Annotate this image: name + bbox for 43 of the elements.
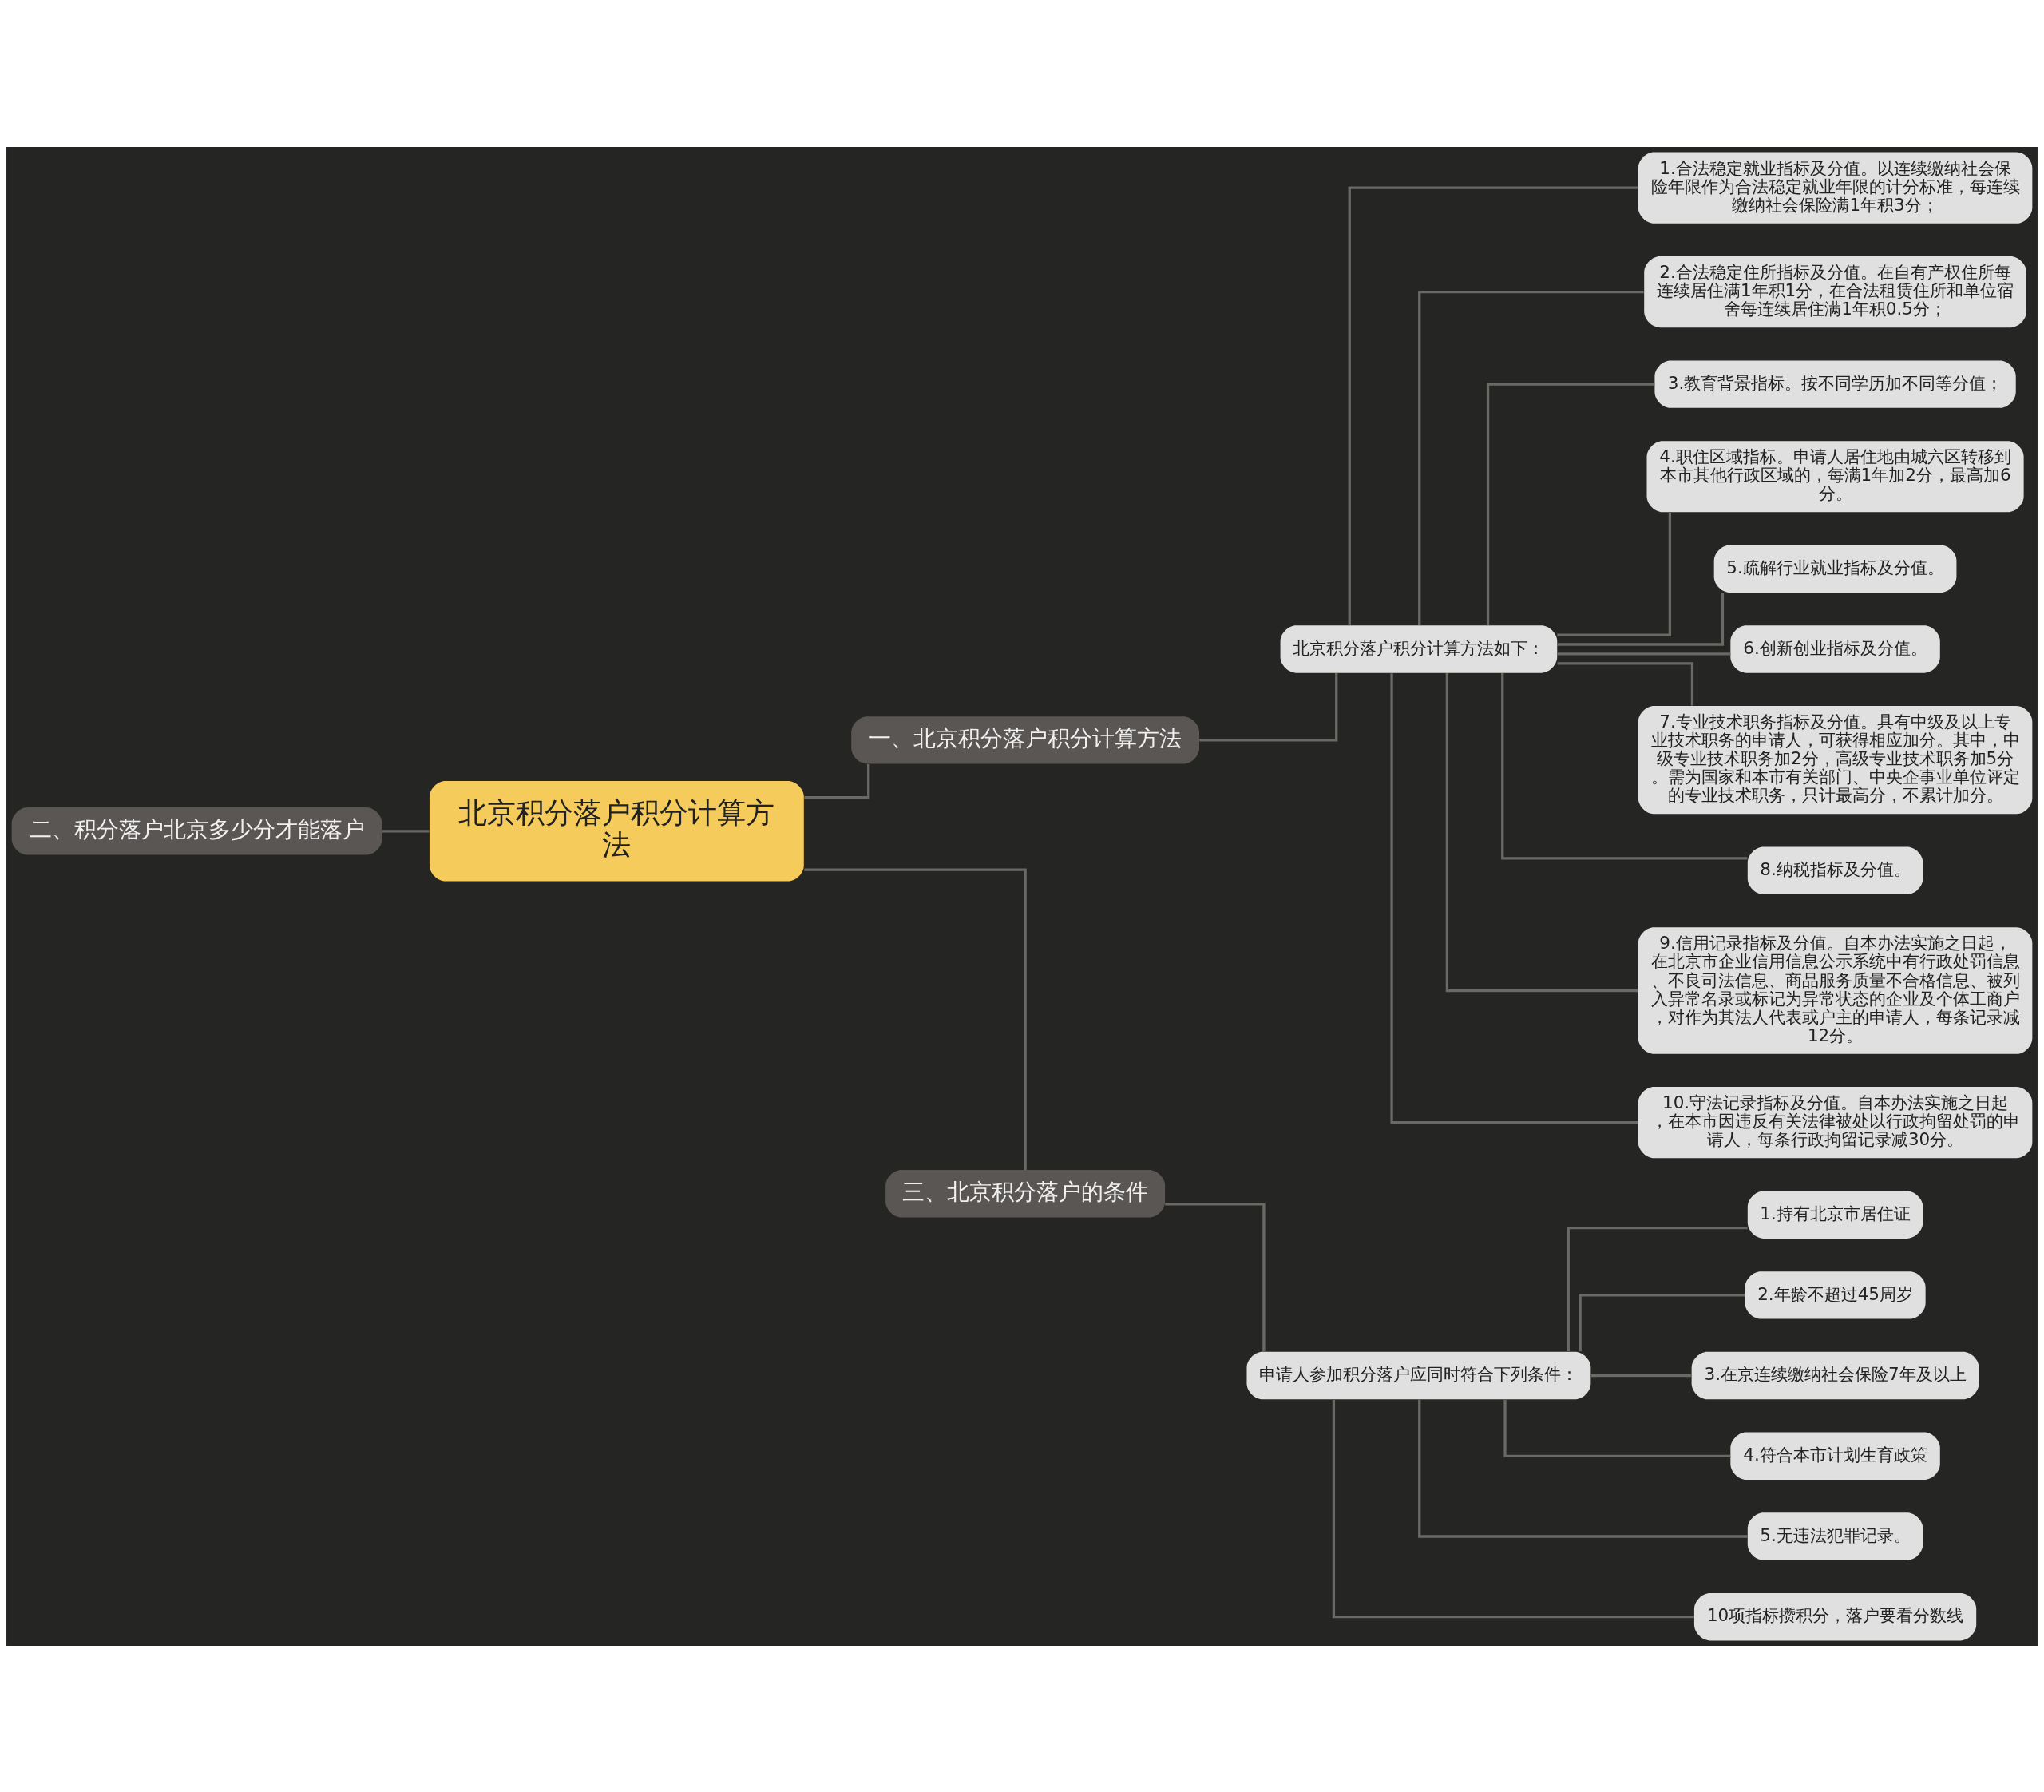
node-box: 4.职住区域指标。申请人居住地由城六区转移到本市其他行政区域的，每满1年加2分，最高加6分。 (1646, 440, 2024, 512)
node-box: 9.信用记录指标及分值。自本办法实施之日起，在北京市企业信用信息公示系统中有行政处罚信息、不良司法信息、商品服务质量不合格信息、被列入异常名录或标记为异常状态的企业及个体工商户，对作为其法人代表或户主的申请人，每条记录减12分。 (1638, 926, 2033, 1054)
node-box: 2.合法稳定住所指标及分值。在自有产权住所每连续居住满1年积1分，在合法租赁住所和单位宿舍每连续居住满1年积0.5分； (1644, 256, 2026, 327)
node-box: 二、积分落户北京多少分才能落户 (11, 807, 382, 854)
node-box: 6.创新创业指标及分值。 (1730, 624, 1940, 673)
connector (1590, 1374, 1692, 1377)
node-box: 10项指标攒积分，落户要看分数线 (1693, 1592, 1977, 1640)
node-box: 8.纳税指标及分值。 (1747, 846, 1923, 894)
connector (1418, 1398, 1748, 1538)
connector (1199, 672, 1338, 742)
node-box: 3.在京连续缴纳社会保险7年及以上 (1691, 1351, 1979, 1399)
connector (1418, 290, 1644, 625)
node-box: 10.守法记录指标及分值。自本办法实施之日起，在本市因违反有关法律被处以行政拘留处罚的申请人，每条行政拘留记录减30分。 (1638, 1086, 2033, 1158)
node-box: 三、北京积分落户的条件 (885, 1169, 1166, 1217)
connector (804, 868, 1027, 1170)
connector (1567, 1226, 1748, 1351)
node-box: 3.教育背景指标。按不同学历加不同等分值； (1654, 359, 2016, 408)
connector (1503, 1399, 1731, 1457)
node-box: 北京积分落户积分计算方法 (429, 780, 804, 881)
node-box: 5.无违法犯罪记录。 (1747, 1512, 1923, 1560)
node-box: 4.符合本市计划生育政策 (1730, 1432, 1940, 1480)
connector (1557, 652, 1731, 656)
node-box: 7.专业技术职务指标及分值。具有中级及以上专业技术职务的申请人，可获得相应加分。其中，中级专业技术职务加2分，高级专业技术职务加5分。需为国家和本市有关部门、中央企事业单位评定的专业技术职务，只计最高分，不累计加分。 (1638, 705, 2033, 814)
node-box: 2.年龄不超过45周岁 (1745, 1271, 1926, 1319)
node-box: 北京积分落户积分计算方法如下： (1280, 624, 1558, 673)
connector (1579, 1293, 1745, 1351)
connector (1501, 672, 1748, 860)
connector (1390, 672, 1638, 1124)
node-box: 1.持有北京市居住证 (1747, 1190, 1923, 1239)
connector (1332, 1399, 1694, 1618)
node-box: 1.合法稳定就业指标及分值。以连续缴纳社会保险年限作为合法稳定就业年限的计分标准，每连续缴纳社会保险满1年积3分； (1638, 152, 2033, 224)
node-box: 5.疏解行业就业指标及分值。 (1713, 545, 1957, 593)
connector (382, 829, 430, 832)
node-box: 申请人参加积分落户应同时符合下列条件： (1246, 1351, 1591, 1399)
connector (1445, 672, 1638, 992)
connector (1348, 186, 1638, 625)
connector (804, 763, 870, 799)
connector (1557, 592, 1725, 646)
node-box: 一、北京积分落户积分计算方法 (851, 716, 1200, 764)
connector (1486, 383, 1655, 625)
connector (1557, 661, 1694, 705)
connector (1165, 1202, 1266, 1352)
connector (1557, 512, 1672, 636)
